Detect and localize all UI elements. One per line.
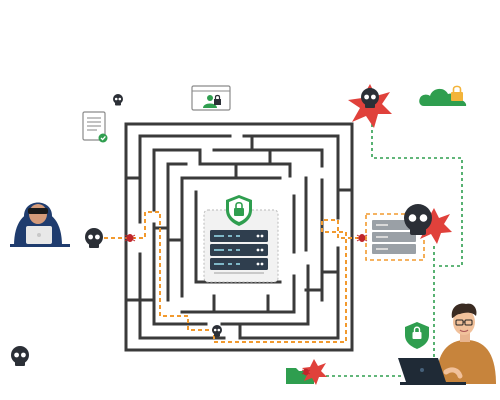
laptop-icon [398, 358, 466, 385]
skull-icon [404, 204, 432, 235]
bug-icon [301, 368, 311, 376]
hacker-icon [10, 202, 70, 247]
skull-icon [85, 228, 103, 248]
cloud-lock-icon [419, 85, 467, 106]
shield-lock-icon [226, 195, 252, 226]
attack-path [104, 211, 366, 343]
skull-icon [11, 346, 29, 366]
secure-path [320, 118, 463, 377]
threat-burst-icon [302, 359, 327, 385]
threat-burst-icon [417, 208, 452, 244]
skull-icon [113, 94, 123, 106]
skull-icon [212, 325, 222, 337]
bug-icon [124, 234, 136, 242]
maze [124, 122, 354, 352]
browser-user-lock-icon [191, 85, 231, 111]
document-check-icon [82, 111, 108, 143]
skull-icon [361, 88, 379, 108]
shield-lock-icon [405, 322, 429, 349]
user-icon [436, 303, 496, 384]
server-stack-icon [210, 230, 268, 274]
